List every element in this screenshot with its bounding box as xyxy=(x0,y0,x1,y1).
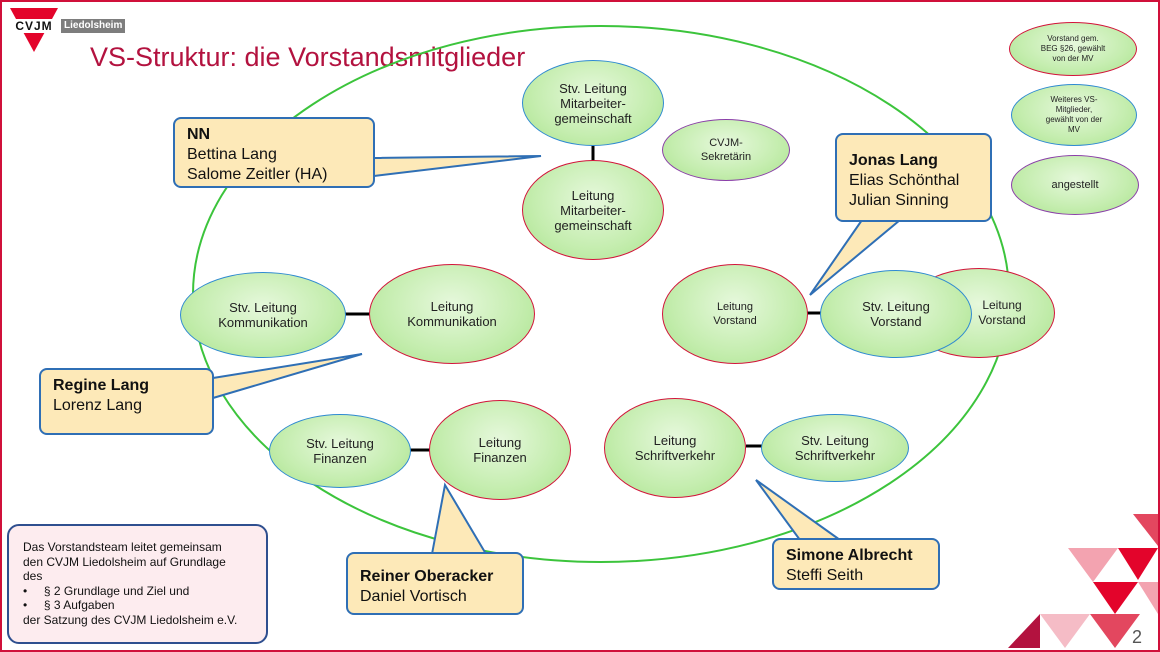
callout-kommunikation: Regine Lang Lorenz Lang xyxy=(39,368,214,435)
info-bullet: • § 2 Grundlage und Ziel und xyxy=(23,583,190,598)
info-line: des xyxy=(23,569,43,583)
callout-vorstand-line: Elias Schönthal xyxy=(849,172,960,189)
callout-mitarbeiter-line: Salome Zeitler (HA) xyxy=(187,166,328,183)
node-leitung-finanzen: Leitung Finanzen xyxy=(429,400,571,500)
callout-schriftverkehr: Simone Albrecht Steffi Seith xyxy=(772,538,940,590)
logo-text: CVJM xyxy=(10,19,58,33)
node-stv-leitung-mitarbeiter: Stv. Leitung Mitarbeiter- gemeinschaft xyxy=(522,60,664,146)
info-footer: der Satzung des CVJM Liedolsheim e.V. xyxy=(23,612,238,627)
callout-schriftverkehr-line: Steffi Seith xyxy=(786,567,864,584)
callout-finanzen-line: Daniel Vortisch xyxy=(360,588,467,605)
page-number: 2 xyxy=(1131,627,1142,647)
info-line: den CVJM Liedolsheim auf Grundlage xyxy=(23,554,226,569)
node-stv-leitung-kommunikation: Stv. Leitung Kommunikation xyxy=(180,272,346,358)
legend-employed: angestellt xyxy=(1011,155,1139,215)
legend-further-member: Weiteres VS- Mitglieder, gewählt von der… xyxy=(1011,84,1137,146)
callout-vorstand: Jonas Lang Elias Schönthal Julian Sinnin… xyxy=(835,133,992,222)
callout-mitarbeiter-line: Bettina Lang xyxy=(187,146,277,163)
callout-vorstand-head: Jonas Lang xyxy=(849,152,938,169)
callout-finanzen-head: Reiner Oberacker xyxy=(360,568,494,585)
info-line: Das Vorstandsteam leitet gemeinsam xyxy=(23,540,222,554)
callout-finanzen: Reiner Oberacker Daniel Vortisch xyxy=(346,552,524,615)
node-stv-leitung-vorstand: Stv. Leitung Vorstand xyxy=(820,270,972,358)
page-title: VS-Struktur: die Vorstandsmitglieder xyxy=(90,42,526,72)
callout-kommunikation-head: Regine Lang xyxy=(53,377,150,394)
node-sekretaerin: CVJM- Sekretärin xyxy=(662,119,790,181)
node-leitung-vorstand: Leitung Vorstand xyxy=(662,264,808,364)
legend-board-member: Vorstand gem. BEG §26, gewählt von der M… xyxy=(1009,22,1137,76)
node-stv-leitung-schriftverkehr: Stv. Leitung Schriftverkehr xyxy=(761,414,909,482)
node-stv-leitung-finanzen: Stv. Leitung Finanzen xyxy=(269,414,411,488)
callout-mitarbeiter: NN Bettina Lang Salome Zeitler (HA) xyxy=(173,117,375,188)
node-leitung-kommunikation: Leitung Kommunikation xyxy=(369,264,535,364)
info-box: Das Vorstandsteam leitet gemeinsam den C… xyxy=(7,524,268,644)
info-bullet: • § 3 Aufgaben xyxy=(23,598,115,612)
node-leitung-mitarbeiter: Leitung Mitarbeiter- gemeinschaft xyxy=(522,160,664,260)
callout-mitarbeiter-head: NN xyxy=(187,126,211,143)
callout-kommunikation-line: Lorenz Lang xyxy=(53,397,142,414)
callout-schriftverkehr-head: Simone Albrecht xyxy=(786,547,913,564)
logo-location: Liedolsheim xyxy=(61,19,126,33)
node-leitung-schriftverkehr: Leitung Schriftverkehr xyxy=(604,398,746,498)
callout-vorstand-line: Julian Sinning xyxy=(849,192,949,209)
